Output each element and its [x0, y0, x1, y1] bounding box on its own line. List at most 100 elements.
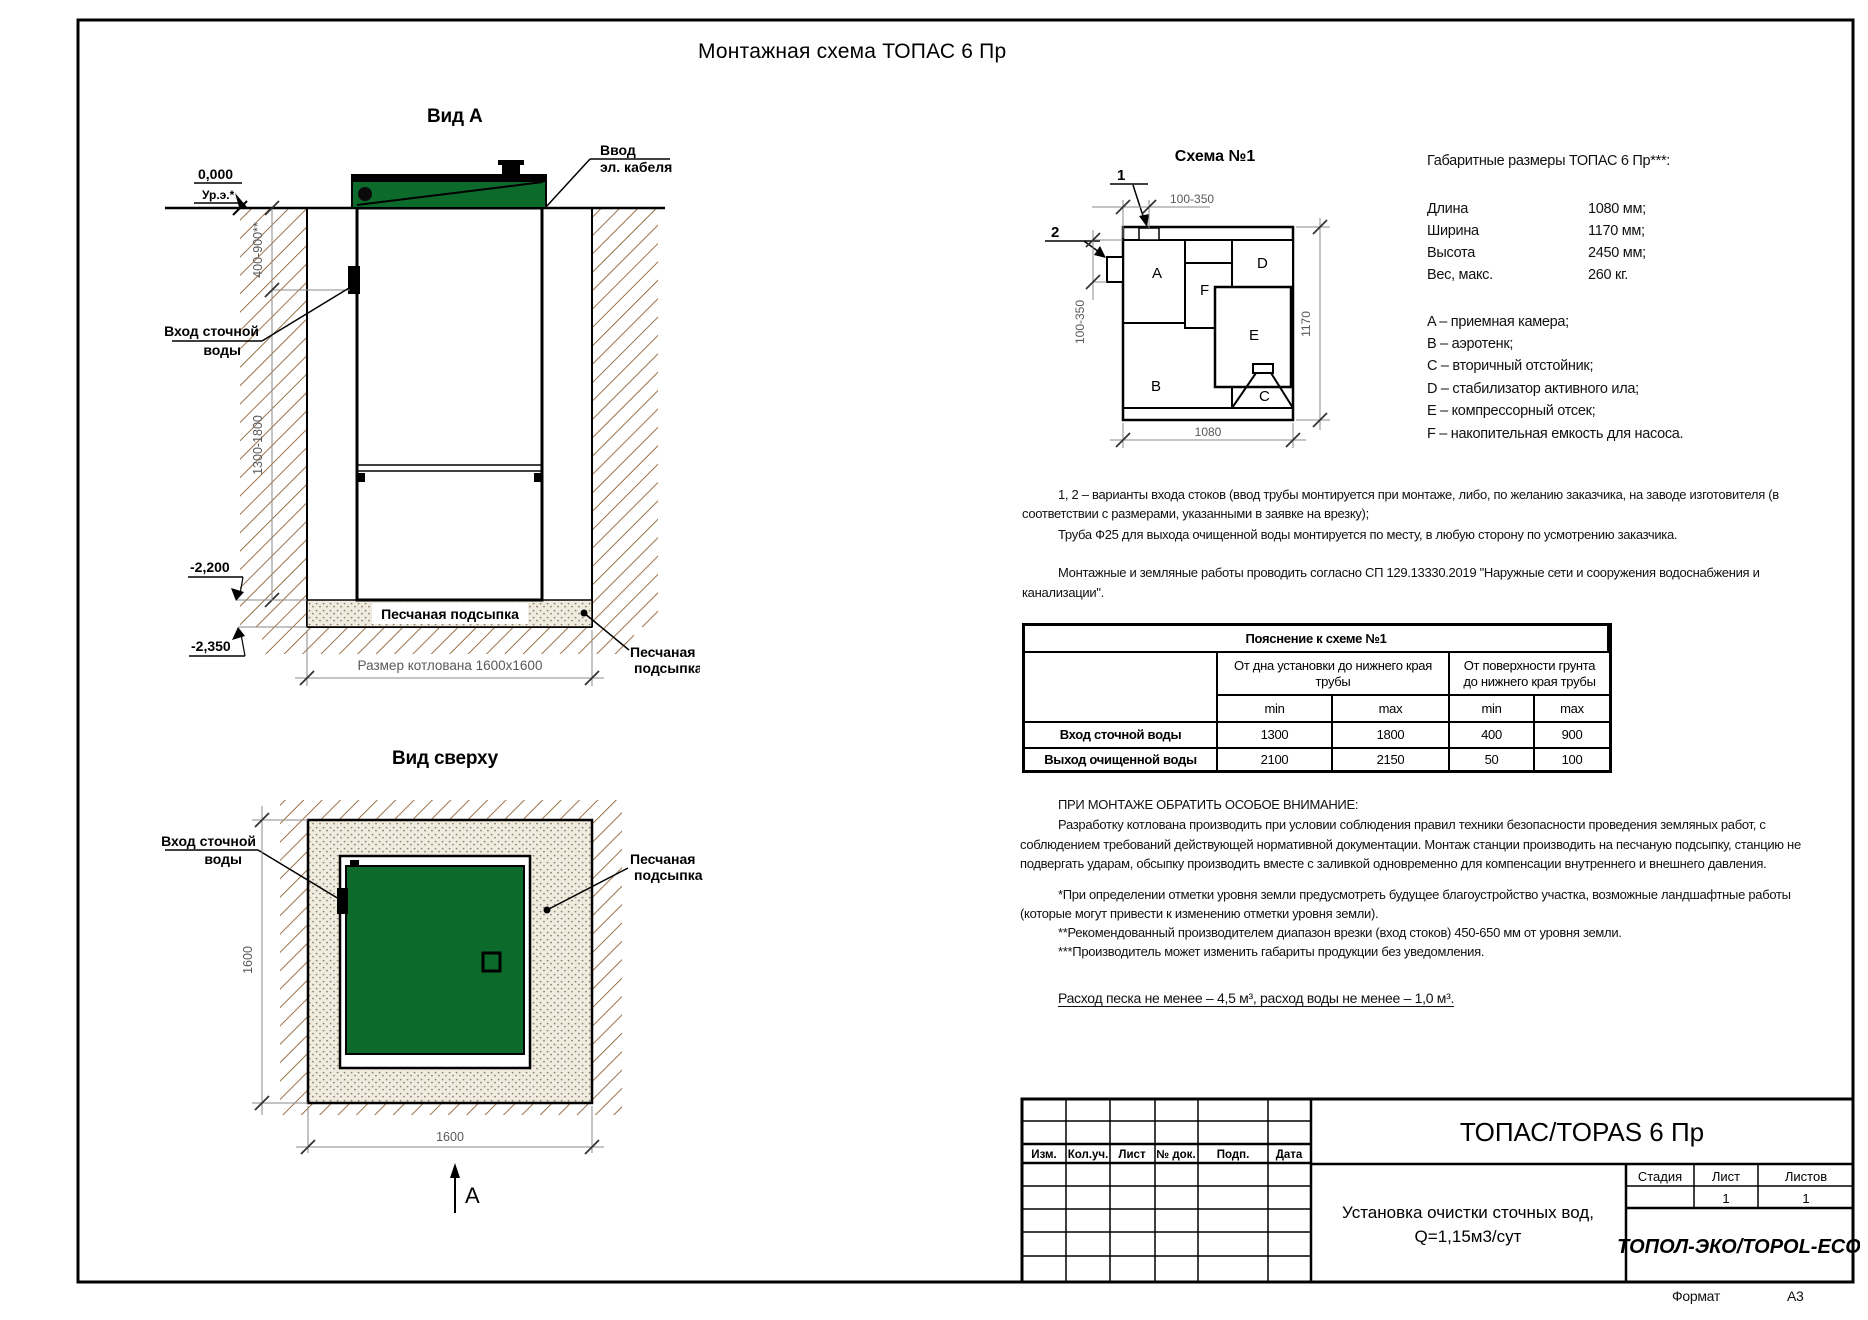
table-corner-cell: [1025, 653, 1218, 723]
svg-text:1: 1: [1802, 1191, 1809, 1206]
specs-heading: Габаритные размеры ТОПАС 6 Пр***:: [1427, 153, 1671, 169]
svg-text:Размер котлована 1600х1600: Размер котлована 1600х1600: [358, 658, 543, 673]
svg-text:C: C: [1259, 388, 1270, 405]
table-row-label: Вход сточной воды: [1025, 723, 1218, 749]
scheme-marker-1: 1: [1110, 167, 1149, 227]
stamp-column-headers: Изм. Кол.уч. Лист № док. Подп. Дата: [1031, 1149, 1303, 1161]
note-line: Монтажные и земляные работы проводить со…: [1058, 565, 1760, 580]
svg-text:Песчаная подсыпка: Песчаная подсыпка: [381, 606, 519, 622]
spec-row-value: 260 кг.: [1588, 267, 1629, 283]
svg-text:Вход сточной: Вход сточной: [161, 833, 256, 849]
svg-text:воды: воды: [203, 342, 241, 358]
note-line: канализации".: [1022, 585, 1104, 600]
stamp-description-line2: Q=1,15м3/сут: [1415, 1227, 1522, 1246]
svg-text:100-350: 100-350: [1073, 300, 1087, 344]
legend-item: D – стабилизатор активного ила;: [1427, 381, 1639, 397]
note-line: Труба Ф25 для выхода очищенной воды монт…: [1058, 527, 1678, 542]
top-left-dimension: 1600: [241, 806, 308, 1115]
scheme-partitions: [1123, 239, 1294, 409]
spec-row-label: Вес, макс.: [1427, 267, 1493, 283]
title-block: Изм. Кол.уч. Лист № док. Подп. Дата ТОПА…: [1020, 1097, 1860, 1284]
top-tank: [337, 854, 532, 1070]
note-line: *При определении отметки уровня земли пр…: [1058, 887, 1791, 902]
top-bottom-dimension: 1600: [296, 1106, 604, 1155]
explanation-table: Пояснение к схеме №1 От дна установки до…: [1022, 623, 1612, 773]
top-inlet-label: Вход сточной воды: [161, 833, 340, 900]
scheme-dim-left: 100-350: [1073, 230, 1123, 344]
lid-vent-hatch: [481, 951, 502, 973]
scheme-dim-right: 1170: [1296, 218, 1330, 430]
svg-text:B: B: [1151, 378, 1161, 395]
level-2350-mark: -2,350: [189, 626, 307, 657]
svg-text:Вход сточной: Вход сточной: [164, 323, 259, 339]
table-cell: 2100: [1218, 749, 1333, 770]
side-inlet-label: Вход сточной воды: [164, 287, 350, 358]
spec-row-value: 1170 мм;: [1588, 223, 1645, 239]
legend-item: C – вторичный отстойник;: [1427, 358, 1594, 374]
table-title: Пояснение к схеме №1: [1025, 626, 1609, 653]
legend-item: B – аэротенк;: [1427, 336, 1514, 352]
svg-text:Стадия: Стадия: [1638, 1169, 1682, 1184]
table-row-label: Выход очищенной воды: [1025, 749, 1218, 770]
note-line: соответствии с размерами, указанными в з…: [1022, 506, 1369, 521]
svg-text:0,000: 0,000: [198, 166, 233, 182]
scheme-marker-2: 2: [1045, 224, 1106, 258]
level-2200-mark: -2,200: [188, 559, 307, 601]
table-subheader: min: [1218, 696, 1333, 723]
stamp-company: ТОПОЛ-ЭКО/TOPOL-ECO: [1617, 1236, 1860, 1258]
svg-text:подсыпка: подсыпка: [634, 867, 703, 883]
svg-text:A: A: [1152, 265, 1162, 282]
note-line: 1, 2 – варианты входа стоков (ввод трубы…: [1058, 487, 1779, 502]
scheme-title: Схема №1: [1175, 148, 1256, 165]
table-cell: 1300: [1218, 723, 1333, 749]
svg-text:эл. кабеля: эл. кабеля: [600, 159, 672, 175]
side-sand-callout: Песчаная подсыпка: [580, 609, 700, 676]
inlet-fitting: [348, 266, 360, 294]
svg-text:1300-1800: 1300-1800: [251, 415, 265, 475]
svg-text:-2,350: -2,350: [191, 638, 231, 654]
scheme-drawing: Схема №1 A F D E B C: [1045, 148, 1330, 448]
pit-size-dimension: Размер котлована 1600х1600: [295, 630, 604, 686]
note-line: Разработку котлована производить при усл…: [1058, 817, 1766, 832]
svg-text:D: D: [1257, 255, 1268, 272]
note-line: ***Производитель может изменить габариты…: [1058, 944, 1485, 959]
svg-text:Изм.: Изм.: [1031, 1149, 1056, 1161]
stamp-stage-headers: Стадия Лист Листов 1 1: [1638, 1169, 1827, 1206]
top-view-drawing: Вход сточной воды 1600 Песчаная подсыпка: [161, 800, 703, 1213]
svg-text:Ввод: Ввод: [600, 142, 636, 158]
svg-text:Песчаная: Песчаная: [630, 644, 695, 660]
table-cell: 400: [1450, 723, 1535, 749]
side-tank-lid: [351, 160, 547, 209]
table-subheader: max: [1333, 696, 1450, 723]
note-line: (которые могут привести к изменению отме…: [1020, 906, 1379, 921]
side-depth-dimensions: 400-900** 1300-1800: [251, 200, 350, 608]
table-cell: 1800: [1333, 723, 1450, 749]
svg-text:1: 1: [1722, 1191, 1729, 1206]
format-value: А3: [1787, 1288, 1804, 1304]
note-line: подвергать ударам, обсыпку производить в…: [1020, 856, 1767, 871]
side-tank: [355, 206, 544, 602]
table-cell: 50: [1450, 749, 1535, 770]
svg-text:400-900**: 400-900**: [251, 222, 265, 278]
format-label: Формат: [1672, 1288, 1720, 1304]
svg-text:1600: 1600: [241, 946, 255, 974]
scheme-chamber-letters: A F D E B C: [1151, 255, 1270, 405]
svg-text:2: 2: [1051, 224, 1059, 241]
svg-text:1170: 1170: [1299, 311, 1313, 337]
svg-text:100-350: 100-350: [1170, 192, 1214, 206]
svg-text:1: 1: [1117, 167, 1125, 184]
legend-item: E – компрессорный отсек;: [1427, 403, 1596, 419]
svg-text:Лист: Лист: [1118, 1149, 1146, 1161]
svg-text:Дата: Дата: [1276, 1149, 1303, 1161]
svg-text:1080: 1080: [1195, 425, 1222, 439]
scheme-dim-top: 100-350: [1092, 192, 1214, 238]
legend-item: A – приемная камера;: [1427, 314, 1569, 330]
svg-text:Листов: Листов: [1785, 1169, 1827, 1184]
svg-text:F: F: [1200, 282, 1209, 299]
legend-item: F – накопительная емкость для насоса.: [1427, 426, 1684, 442]
sand-band-label: Песчаная подсыпка: [372, 603, 528, 624]
table-cell: 900: [1535, 723, 1609, 749]
svg-text:E: E: [1249, 327, 1259, 344]
page-title: Монтажная схема ТОПАС 6 Пр: [698, 40, 1007, 63]
